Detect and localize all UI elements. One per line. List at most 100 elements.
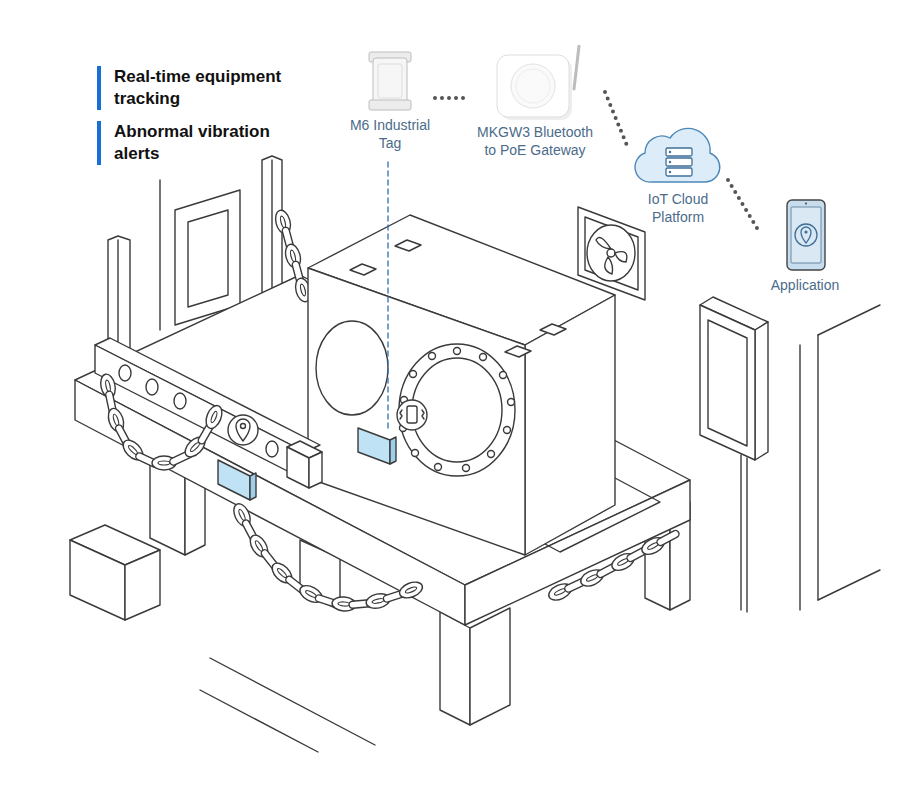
machine [308, 215, 615, 555]
machine-part-part [504, 427, 511, 434]
vibration-icon-part [400, 410, 424, 419]
phone-icon-part [795, 224, 817, 246]
phone-icon-part [804, 230, 807, 233]
mounted-tag-part [218, 460, 250, 500]
tag-icon-part [369, 100, 411, 110]
wall-lines-part [200, 690, 318, 752]
front-beam-part [287, 447, 309, 488]
dotted-connector [605, 92, 628, 148]
tag-icon-part [373, 58, 407, 104]
machine-part [540, 324, 566, 335]
leader-line [387, 162, 388, 432]
front-beam-part [95, 338, 320, 452]
chain [99, 373, 225, 470]
machine-part [316, 321, 388, 415]
phone-icon-part [791, 207, 821, 263]
front-beam-part [174, 393, 186, 409]
control-cabinet-part [746, 458, 747, 612]
control-cabinet-part [755, 322, 768, 460]
chain-part [397, 579, 424, 601]
machine-part [505, 346, 531, 357]
wall-fan-part [607, 249, 615, 257]
cloud-icon-part-part [669, 171, 671, 173]
device-label: IoT Cloud Platform [628, 190, 728, 226]
dotted-connector [728, 180, 760, 233]
wall-lines-part [818, 570, 880, 600]
front-beam-part [266, 441, 278, 457]
device-label: M6 Industrial Tag [345, 116, 435, 152]
back-frame-part [175, 190, 240, 325]
crate-part [125, 550, 160, 620]
wall-lines-part [799, 345, 800, 610]
mounted-tag-part [358, 428, 390, 464]
cloud-icon-part [666, 148, 692, 176]
front-beam-part [309, 452, 322, 488]
gateway-icon-part [497, 55, 569, 117]
vibration-icon-part [397, 400, 427, 430]
machine-part-part [429, 353, 436, 360]
chain [273, 209, 313, 304]
location-icon-part [241, 424, 246, 429]
phone-icon-part [787, 200, 825, 270]
device-node: Application [760, 198, 850, 294]
machine-part-part [463, 465, 470, 472]
device-label: MKGW3 Bluetooth to PoE Gateway [473, 123, 597, 159]
control-cabinet-part [708, 320, 747, 446]
device-node: M6 Industrial Tag [345, 50, 435, 152]
front-beam-part [95, 345, 305, 480]
feature-heading: Abnormal vibration alerts [97, 121, 312, 165]
vibration-icon [397, 400, 427, 430]
chain-part [203, 403, 225, 430]
machine-part [350, 264, 376, 275]
gateway-icon-part [574, 46, 579, 89]
platform-legs-part [440, 612, 470, 725]
cloud-icon-part-part [669, 151, 671, 153]
tag-icon-part [378, 64, 402, 98]
wall-fan-part [585, 217, 638, 290]
wall-fan-part [596, 237, 627, 274]
phone-icon-part [801, 227, 811, 243]
phone-icon [760, 198, 850, 274]
vibration-icon-part [407, 406, 417, 423]
location-icon [228, 415, 258, 445]
control-cabinet-part [700, 305, 755, 460]
back-frame-part [117, 240, 118, 356]
cloud-icon-part-part [666, 158, 692, 166]
device-node: IoT Cloud Platform [628, 118, 728, 226]
wall-lines-part [817, 335, 818, 600]
wall-lines-part [159, 180, 160, 330]
machine-part-part [435, 464, 442, 471]
device-node: MKGW3 Bluetooth to PoE Gateway [465, 45, 605, 159]
chain [231, 501, 425, 612]
location-icon-part [236, 419, 250, 441]
crate-part [70, 540, 125, 620]
cloud-icon [628, 118, 728, 188]
platform-legs-part [470, 608, 510, 725]
machine-part-part [480, 354, 487, 361]
gateway-icon [465, 45, 605, 121]
machine-part-part [410, 371, 417, 378]
feature-heading: Real-time equipment tracking [97, 66, 312, 110]
phone-icon-part [805, 203, 807, 205]
wall-fan-part [587, 225, 635, 281]
machine-part-part [454, 348, 461, 355]
machine-part [399, 344, 515, 476]
front-beam-part [119, 365, 131, 381]
cloud-icon-part [635, 128, 720, 182]
machine-part [308, 268, 525, 555]
mounted-tag-part [390, 437, 396, 464]
cloud-icon-part-part [666, 148, 692, 156]
machine-part [525, 295, 615, 555]
machine-part-part [488, 451, 495, 458]
equipment-illustration-part [70, 156, 880, 752]
machine-part-part [500, 372, 507, 379]
location-icon-part [228, 415, 258, 445]
back-frame-part [188, 210, 228, 307]
machine-part-part [412, 450, 419, 457]
dotted-connector [435, 96, 465, 100]
wall-lines-part [818, 305, 880, 335]
